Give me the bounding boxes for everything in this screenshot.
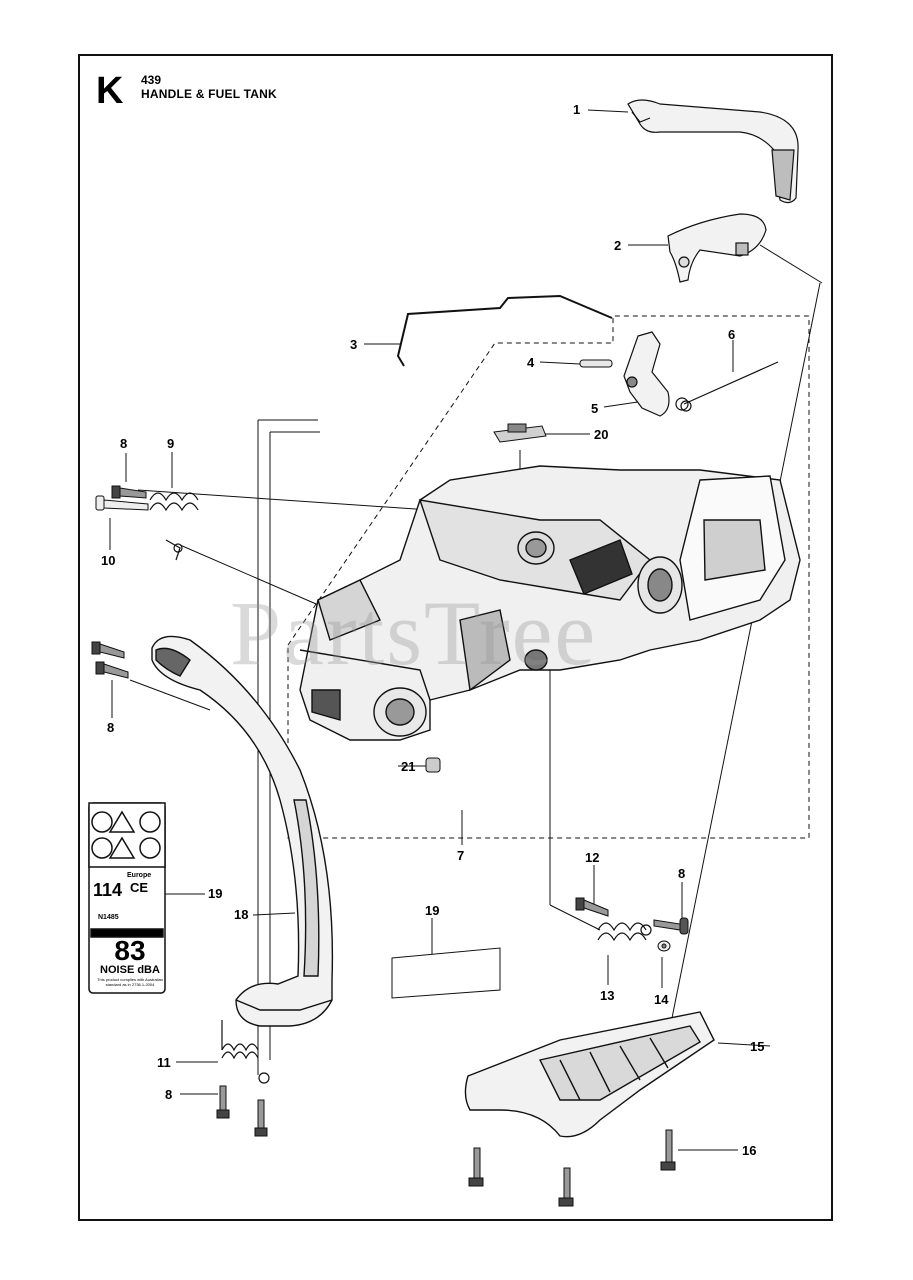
callout-20: 20 xyxy=(594,427,609,442)
part-4-pin xyxy=(579,359,613,368)
part-12-screw xyxy=(575,897,609,917)
callout-13: 13 xyxy=(600,988,615,1003)
decal-ce-mark: CE xyxy=(130,880,149,895)
part-16-screws xyxy=(468,1129,676,1207)
callout-4: 4 xyxy=(527,355,535,370)
decal-noise-label: NOISE dBA xyxy=(100,964,160,976)
part-19-decal xyxy=(88,802,166,994)
callout-7: 7 xyxy=(457,848,465,863)
section-letter: K xyxy=(96,70,124,112)
callout-8a: 8 xyxy=(120,436,128,451)
part-14-washer xyxy=(657,940,671,952)
callout-14: 14 xyxy=(654,992,669,1007)
part-6-spring xyxy=(675,361,779,412)
diagram-frame xyxy=(78,54,833,1221)
callout-21: 21 xyxy=(401,759,416,774)
callout-3: 3 xyxy=(350,337,358,352)
part-3-throttle-rod xyxy=(396,294,613,367)
callout-15: 15 xyxy=(750,1039,765,1054)
part-8-screws-b xyxy=(91,641,129,679)
decal-noise-value: 114 xyxy=(93,880,123,900)
part-8-screw-c xyxy=(653,917,689,935)
callout-19a: 19 xyxy=(208,886,223,901)
callout-11: 11 xyxy=(157,1055,171,1070)
section-title: HANDLE & FUEL TANK xyxy=(141,87,277,101)
part-20-plate xyxy=(493,423,547,443)
callout-8c: 8 xyxy=(678,866,686,881)
model-number: 439 xyxy=(141,73,162,87)
part-2-throttle-lockout xyxy=(667,213,767,283)
part-19-label-sheet xyxy=(391,947,501,999)
leader-4 xyxy=(539,361,581,365)
leader-1 xyxy=(587,109,629,113)
leader-15 xyxy=(717,1042,771,1047)
callout-6: 6 xyxy=(728,327,736,342)
leader-18 xyxy=(252,912,296,916)
part-21-grommet xyxy=(425,757,441,773)
part-9-spring-left xyxy=(149,492,199,561)
callout-8b: 8 xyxy=(107,720,115,735)
callout-2: 2 xyxy=(614,238,622,253)
callout-10: 10 xyxy=(101,553,116,568)
callout-1: 1 xyxy=(573,102,581,117)
part-18-front-handle xyxy=(151,635,334,1027)
callout-5: 5 xyxy=(591,401,599,416)
callout-16: 16 xyxy=(742,1143,757,1158)
part-11-spring-bottom xyxy=(221,1020,270,1084)
decal-europe: Europe xyxy=(127,872,152,879)
decal-fine-print: This product complies with Australian st… xyxy=(97,977,163,987)
part-1-top-handle xyxy=(627,99,799,204)
callout-12: 12 xyxy=(585,850,600,865)
part-8-screws-d xyxy=(216,1085,268,1137)
part-7-fuel-tank-housing xyxy=(299,465,801,741)
callout-19b: 19 xyxy=(425,903,440,918)
part-8-screw-a xyxy=(111,485,147,499)
callout-18: 18 xyxy=(234,907,249,922)
part-10-bolt xyxy=(95,495,149,511)
part-13-spring-right xyxy=(597,922,652,942)
leader-5 xyxy=(603,401,639,408)
part-5-throttle-trigger xyxy=(623,331,670,417)
callout-9: 9 xyxy=(167,436,175,451)
decal-big-number: 83 xyxy=(114,935,146,966)
decal-cert: N1485 xyxy=(98,914,119,921)
part-15-base-plate xyxy=(464,1011,715,1138)
callout-8d: 8 xyxy=(165,1087,173,1102)
